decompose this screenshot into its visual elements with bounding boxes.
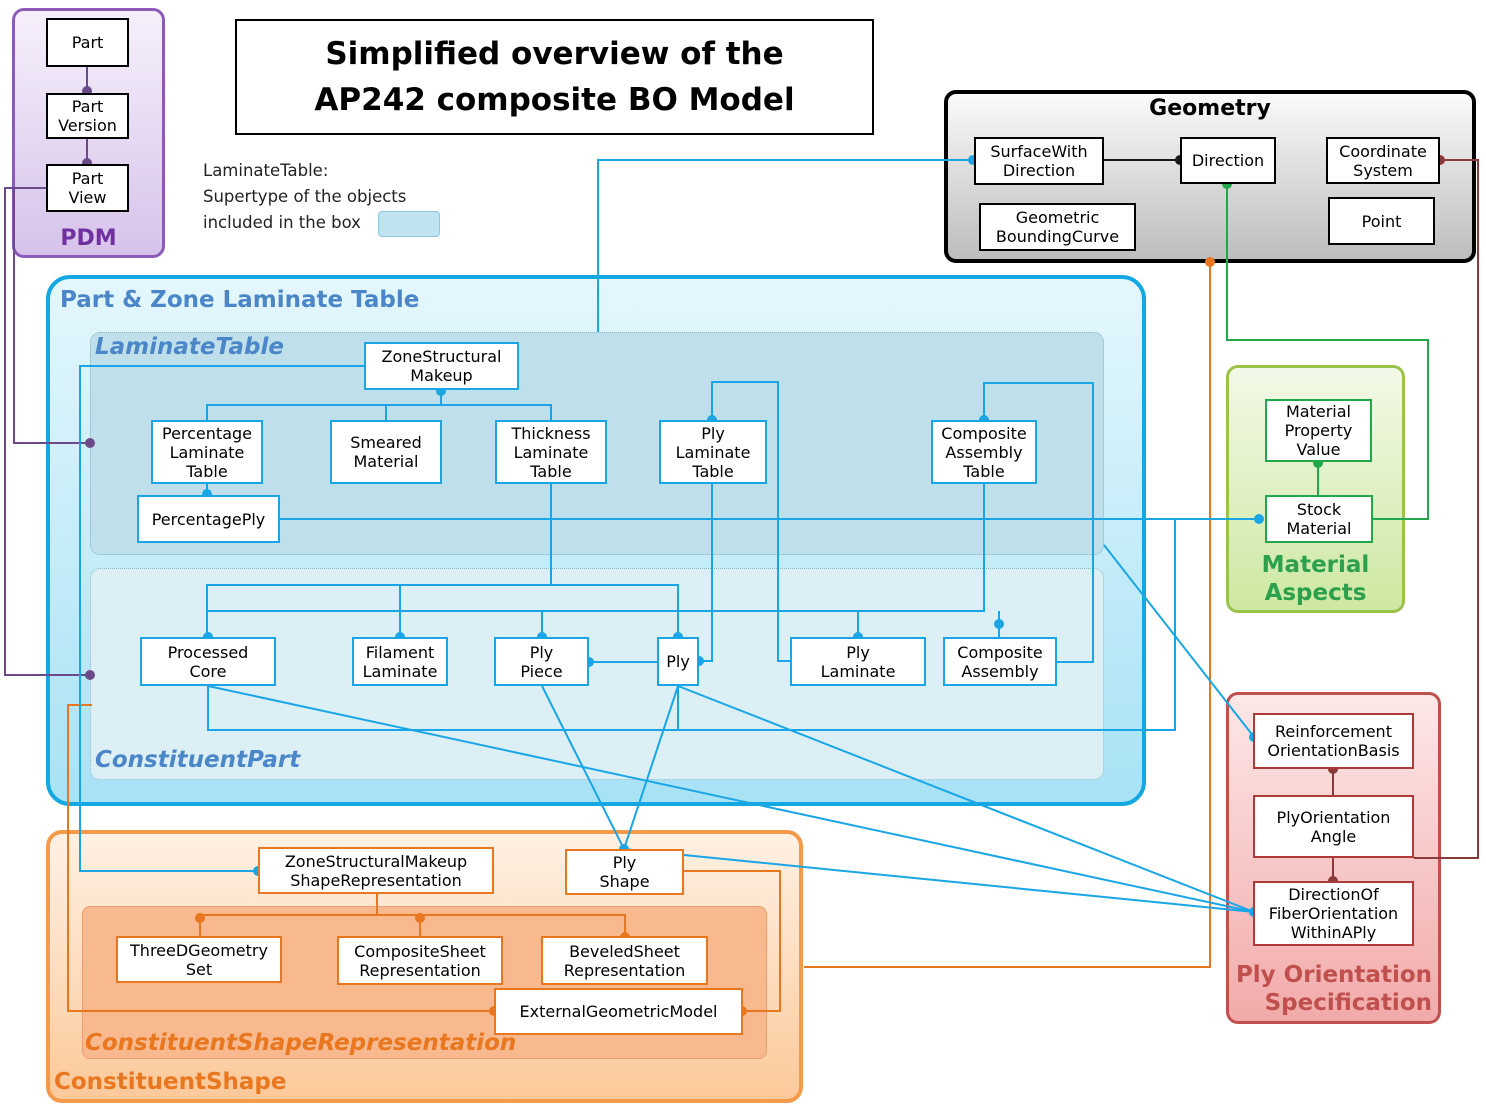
- entity-reinforcement-orientation-basis[interactable]: Reinforcement OrientationBasis: [1253, 713, 1414, 769]
- entity-ply-shape[interactable]: Ply Shape: [565, 849, 684, 895]
- entity-geometric-bounding-curve[interactable]: Geometric BoundingCurve: [979, 203, 1136, 251]
- entity-ply-piece[interactable]: Ply Piece: [494, 637, 589, 686]
- entity-coordinate-system[interactable]: Coordinate System: [1326, 137, 1440, 184]
- geometry-group-title: Geometry: [1149, 96, 1271, 121]
- entity-ply-laminate[interactable]: Ply Laminate: [790, 637, 926, 686]
- entity-three-d-geometry-set[interactable]: ThreeDGeometry Set: [116, 936, 282, 983]
- pdm-connectors: [4, 67, 90, 676]
- legend-text: LaminateTable: Supertype of the objects …: [203, 158, 406, 236]
- entity-part-view[interactable]: Part View: [46, 164, 129, 212]
- diagram-title: Simplified overview of the AP242 composi…: [314, 36, 795, 118]
- entity-composite-assembly[interactable]: Composite Assembly: [943, 637, 1057, 686]
- entity-zone-structural-makeup-shape-rep[interactable]: ZoneStructuralMakeup ShapeRepresentation: [258, 847, 494, 894]
- laminate-connector-dots: [202, 155, 1264, 917]
- material-aspects-group-title: Material Aspects: [1261, 552, 1370, 606]
- constituent-part-subgroup-title: ConstituentPart: [95, 747, 301, 773]
- entity-composite-sheet-representation[interactable]: CompositeSheet Representation: [337, 936, 503, 985]
- constituent-shape-group-title: ConstituentShape: [54, 1069, 287, 1095]
- entity-point[interactable]: Point: [1328, 197, 1435, 245]
- laminate-table-subgroup-title: LaminateTable: [95, 334, 284, 360]
- entity-percentage-ply[interactable]: PercentagePly: [137, 495, 280, 543]
- entity-material-property-value[interactable]: Material Property Value: [1265, 399, 1372, 462]
- entity-direction-of-fiber-orientation[interactable]: DirectionOf FiberOrientation WithinAPly: [1253, 881, 1414, 946]
- legend-line: LaminateTable:: [203, 161, 329, 180]
- entity-ply[interactable]: Ply: [657, 637, 699, 686]
- entity-stock-material[interactable]: Stock Material: [1265, 495, 1373, 543]
- entity-smeared-material[interactable]: Smeared Material: [330, 420, 442, 484]
- entity-processed-core[interactable]: Processed Core: [140, 637, 276, 686]
- ply-orientation-group-title: Ply Orientation Specification: [1235, 962, 1432, 1016]
- legend-line: Supertype of the objects: [203, 187, 407, 206]
- entity-external-geometric-model[interactable]: ExternalGeometricModel: [494, 988, 743, 1035]
- entity-beveled-sheet-representation[interactable]: BeveledSheet Representation: [541, 936, 708, 985]
- entity-ply-laminate-table[interactable]: Ply Laminate Table: [659, 420, 767, 484]
- entity-filament-laminate[interactable]: Filament Laminate: [352, 637, 448, 686]
- entity-part[interactable]: Part: [46, 18, 129, 67]
- entity-part-version[interactable]: Part Version: [46, 93, 129, 139]
- entity-percentage-laminate-table[interactable]: Percentage Laminate Table: [151, 420, 263, 484]
- entity-composite-assembly-table[interactable]: Composite Assembly Table: [931, 420, 1037, 484]
- entity-surface-with-direction[interactable]: SurfaceWith Direction: [974, 137, 1104, 185]
- entity-zone-structural-makeup[interactable]: ZoneStructural Makeup: [364, 342, 519, 390]
- entity-ply-orientation-angle[interactable]: PlyOrientation Angle: [1253, 795, 1414, 858]
- part-zone-group-title: Part & Zone Laminate Table: [60, 287, 420, 313]
- legend-line: included in the box: [203, 213, 361, 232]
- title-box: Simplified overview of the AP242 composi…: [235, 19, 874, 135]
- entity-direction[interactable]: Direction: [1180, 137, 1276, 184]
- entity-thickness-laminate-table[interactable]: Thickness Laminate Table: [495, 420, 607, 484]
- constituent-shape-rep-subgroup-title: ConstituentShapeRepresentation: [85, 1030, 517, 1056]
- shape-connector-dots: [195, 257, 1215, 1016]
- legend-swatch: [378, 211, 440, 237]
- pdm-group-title: PDM: [60, 226, 117, 251]
- laminate-connectors: [79, 159, 1255, 913]
